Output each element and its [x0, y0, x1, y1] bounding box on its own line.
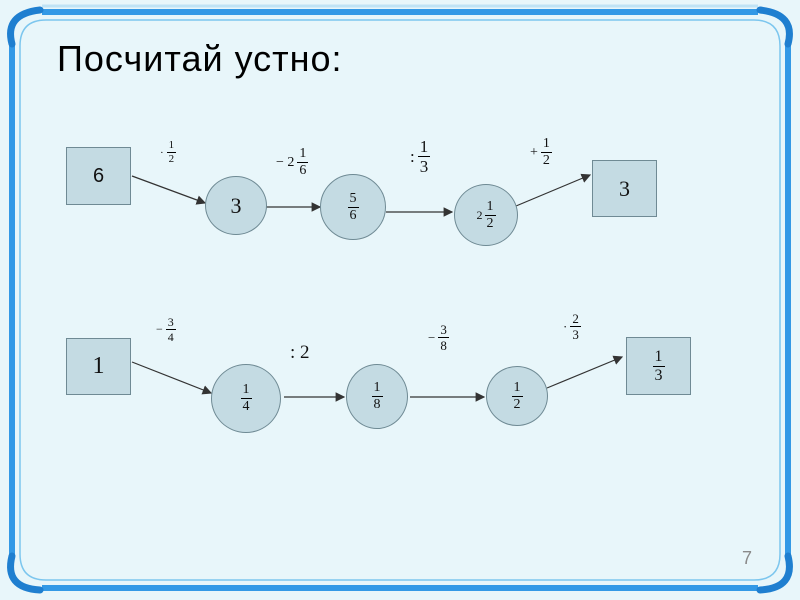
chain2-op2: : 2 — [290, 342, 310, 364]
op-denominator: 3 — [418, 157, 431, 175]
op-denominator: 6 — [297, 163, 308, 178]
op-sign: · — [160, 147, 164, 159]
op-sign: : — [410, 147, 415, 167]
node-denominator: 3 — [653, 367, 665, 384]
op-sign: − — [156, 322, 163, 337]
arrow-2-1 — [132, 362, 211, 393]
node-denominator: 2 — [512, 397, 523, 412]
chain2-start-value: 1 — [93, 353, 105, 380]
node-numerator: 1 — [241, 383, 252, 399]
op-numerator: 2 — [570, 312, 581, 327]
node-numerator: 1 — [512, 381, 523, 397]
op-denominator: 4 — [166, 330, 176, 343]
chain1-start-value: 6 — [93, 165, 104, 188]
node-denominator: 8 — [372, 397, 383, 412]
op-sign: · — [563, 319, 567, 335]
op-numerator: 3 — [438, 323, 449, 338]
arrow-2-4 — [547, 357, 622, 388]
chain1-node1: 3 — [205, 176, 267, 235]
op-numerator: 1 — [167, 140, 177, 153]
op-numerator: 1 — [297, 147, 308, 163]
node-numerator: 5 — [348, 192, 359, 208]
op-denominator: 3 — [570, 327, 581, 341]
node-numerator: 1 — [653, 349, 665, 367]
node-denominator: 4 — [241, 399, 252, 414]
node-numerator: 1 — [485, 200, 496, 216]
op-denominator: 2 — [167, 153, 177, 165]
node-denominator: 2 — [485, 216, 496, 231]
node-value: 3 — [231, 193, 242, 219]
op-sign: − 2 — [276, 155, 294, 171]
op-numerator: 1 — [541, 137, 552, 153]
op-numerator: 3 — [166, 316, 176, 330]
arrow-1-1 — [132, 176, 205, 203]
op-denominator: 8 — [438, 338, 449, 352]
node-denominator: 6 — [348, 208, 359, 223]
chain1-start-box: 6 — [66, 147, 131, 205]
chain2-start-box: 1 — [66, 338, 131, 395]
chain1-end-box: 3 — [592, 160, 657, 217]
op-sign: + — [530, 145, 538, 161]
op-text: : 2 — [290, 342, 310, 364]
op-sign: − — [428, 330, 435, 346]
op-denominator: 2 — [541, 153, 552, 168]
arrow-1-4 — [516, 175, 590, 206]
node-numerator: 1 — [372, 381, 383, 397]
chain1-end-value: 3 — [619, 176, 630, 202]
node-whole: 2 — [477, 208, 483, 223]
op-numerator: 1 — [418, 138, 431, 157]
page-number: 7 — [742, 548, 752, 569]
